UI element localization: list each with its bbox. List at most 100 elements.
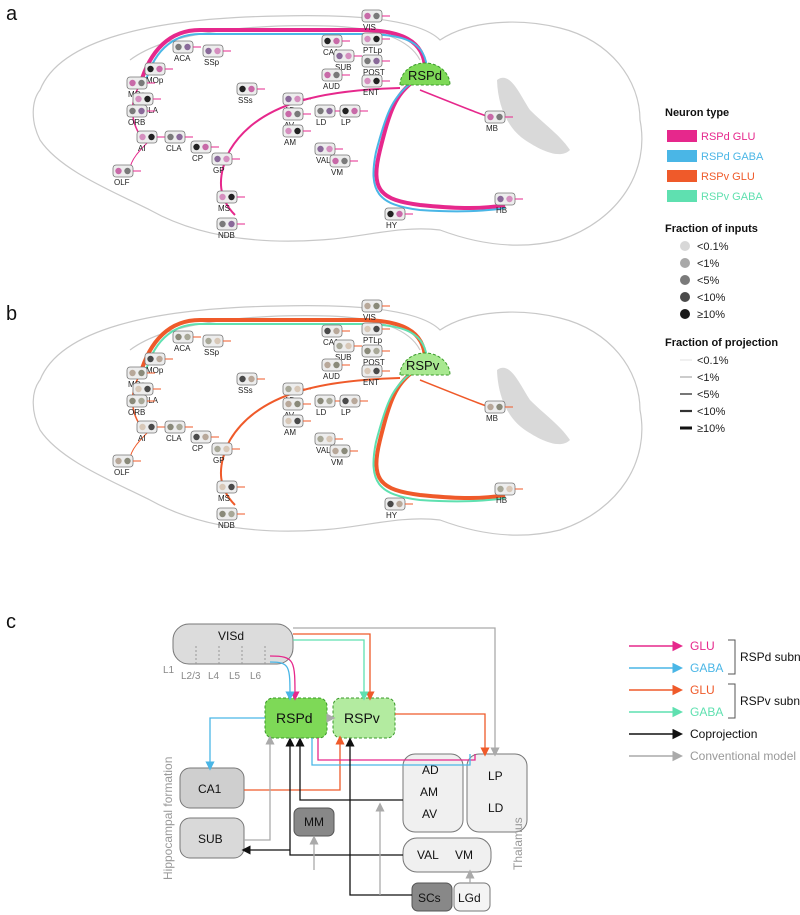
label-thalamus: Thalamus [511, 817, 525, 870]
leg-c-gaba2: GABA [690, 705, 723, 719]
region-label: PTLp [363, 46, 383, 55]
legend-neuron-label: RSPd GLU [701, 131, 755, 143]
label-rspd: RSPd [276, 710, 313, 726]
node-dot [317, 145, 324, 153]
layer-l6: L6 [250, 671, 262, 682]
legend-proj-label: <10% [697, 406, 726, 418]
legend-proj-title: Fraction of projection [665, 337, 778, 349]
region-label: GP [213, 166, 225, 175]
node-dot [124, 457, 131, 465]
label-rspv: RSPv [344, 710, 380, 726]
legend-swatch [667, 150, 697, 162]
path-a-mid-glu [219, 87, 401, 216]
node-dot [135, 385, 142, 393]
node-dot [324, 361, 331, 369]
node-dot [326, 397, 333, 405]
node-dot [228, 193, 235, 201]
region-label: SSp [204, 348, 220, 357]
region-label: SSs [238, 96, 253, 105]
node-dot [115, 457, 122, 465]
region-label: NDB [218, 521, 235, 530]
legend-input-label: ≥10% [697, 309, 725, 321]
region-label: OLF [114, 178, 130, 187]
node-dot [139, 423, 146, 431]
region-label: POST [363, 68, 385, 77]
legend-input-label: <1% [697, 258, 720, 270]
node-dot [285, 127, 292, 135]
panel-c-legend: GLU GABA RSPd subnetwork GLU GABA RSPv s… [629, 639, 800, 763]
hub-rspd-label: RSPd [408, 68, 442, 83]
node-dot [139, 133, 146, 141]
box-ad-am-av [402, 753, 464, 833]
region-label: AUD [323, 82, 340, 91]
node-dot [285, 385, 292, 393]
legend-swatch [667, 170, 697, 182]
region-label: MOp [146, 366, 164, 375]
layer-l5: L5 [229, 671, 241, 682]
box-sub [179, 817, 245, 859]
box-lgd [453, 882, 491, 912]
path-a-down-glu [374, 78, 506, 211]
node-dot [341, 157, 348, 165]
node-dot [156, 65, 163, 73]
panel-b-letter: b [6, 303, 17, 325]
node-dot [219, 510, 226, 518]
node-dot [294, 110, 301, 118]
region-label: LD [316, 118, 326, 127]
node-dot [373, 77, 380, 85]
label-mm: MM [304, 815, 324, 829]
region-label: VAL [316, 156, 331, 165]
node-dot [496, 113, 503, 121]
path-b-top-gaba [143, 323, 429, 379]
node-dot [202, 143, 209, 151]
node-dot [214, 337, 221, 345]
node-dot [175, 333, 182, 341]
node-dot [345, 342, 352, 350]
region-label: LP [341, 408, 351, 417]
node-dot [351, 397, 358, 405]
node-dot [342, 107, 349, 115]
node-dot [167, 423, 174, 431]
node-dot [373, 302, 380, 310]
node-dot [396, 210, 403, 218]
brain-inner-b [129, 315, 421, 351]
node-dot [248, 85, 255, 93]
node-dot [138, 79, 145, 87]
node-dot [228, 220, 235, 228]
region-label: VM [331, 168, 343, 177]
legend-proj-label: <5% [697, 389, 720, 401]
node-dot [248, 375, 255, 383]
region-label: MS [218, 204, 230, 213]
region-label: LD [316, 408, 326, 417]
node-dot [326, 145, 333, 153]
region-label: LP [341, 118, 351, 127]
legend-dot [680, 275, 690, 285]
legend-neuron-label: RSPv GABA [701, 191, 763, 203]
node-dot [497, 485, 504, 493]
leg-c-rspv-sub: RSPv subnetwork [740, 694, 800, 708]
node-dot [342, 397, 349, 405]
panel-c: c VISd L1 L2/3 L4 L5 L6 RSPd RSPv CA1 SU… [6, 611, 800, 912]
region-label: CP [192, 444, 203, 453]
node-dot [336, 342, 343, 350]
node-dot [317, 397, 324, 405]
node-dot [129, 369, 136, 377]
node-dot [364, 347, 371, 355]
region-label: AM [284, 428, 296, 437]
node-dot [345, 52, 352, 60]
region-label: HY [386, 511, 398, 520]
node-dot [115, 167, 122, 175]
region-label: OLF [114, 468, 130, 477]
leg-c-gaba: GABA [690, 661, 723, 675]
region-label: ENT [363, 88, 379, 97]
ventricle-a [497, 77, 570, 155]
node-dot [205, 337, 212, 345]
legend-proj-label: <0.1% [697, 355, 729, 367]
label-hippocampal: Hippocampal formation [161, 757, 175, 880]
node-dot [364, 302, 371, 310]
region-label: VAL [316, 446, 331, 455]
layer-l23: L2/3 [181, 671, 201, 682]
node-dot [239, 375, 246, 383]
